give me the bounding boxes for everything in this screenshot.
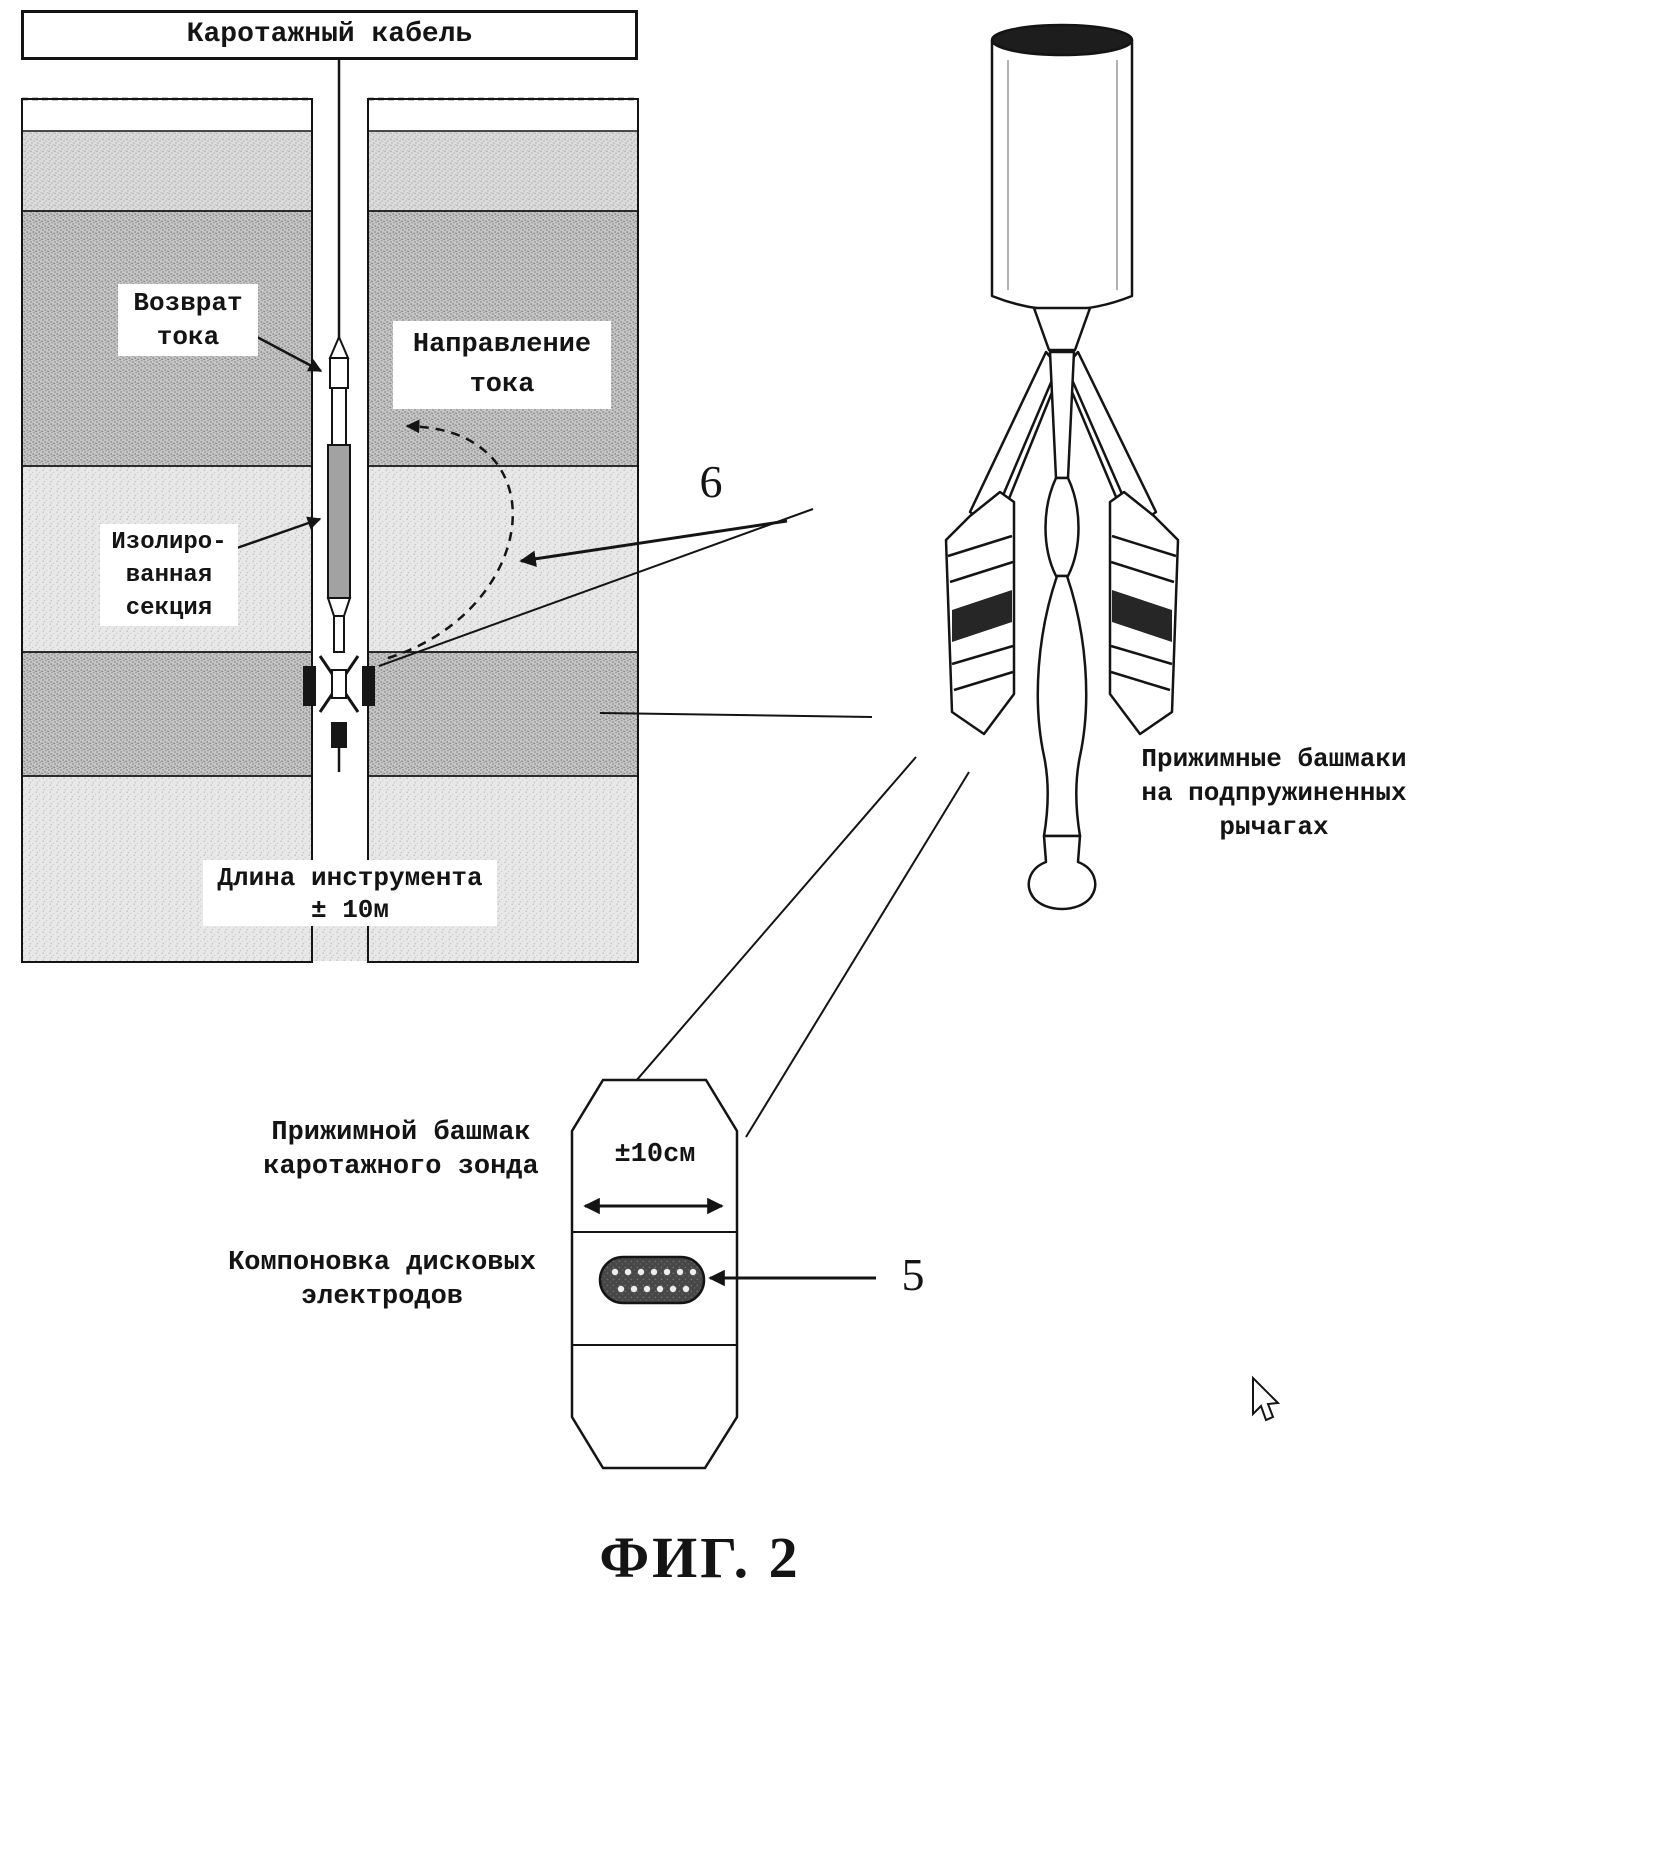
- spring-arm-left: [968, 350, 1060, 528]
- label-line: Компоновка дисковых: [228, 1248, 536, 1278]
- label-line: тока: [469, 370, 535, 400]
- pad-right: [362, 666, 375, 706]
- label-line: Возврат: [133, 288, 243, 318]
- insulated-section-body: [327, 444, 351, 599]
- leader-line-horizontal: [599, 712, 873, 718]
- logging-tool-in-borehole: [303, 58, 375, 772]
- lower-electrode: [331, 722, 347, 748]
- tool-neck: [1032, 306, 1092, 352]
- leader-line-pad-2: [745, 771, 970, 1138]
- label-line: Прижимные башмаки: [1141, 744, 1407, 774]
- tool-upper-cylinder: [990, 40, 1134, 312]
- cylinder-top-cap: [990, 23, 1134, 57]
- tool-length-label: Длина инструмента ± 10м: [203, 860, 497, 926]
- label-line: ванная: [125, 562, 213, 589]
- cable-label: Каротажный кабель: [21, 10, 638, 60]
- callout-6: 6: [699, 456, 723, 507]
- earth-right-column: [367, 97, 639, 963]
- label-line: Прижимной башмак: [271, 1118, 531, 1148]
- current-direction-label: Направление тока: [393, 321, 611, 409]
- current-return-label: Возврат тока: [118, 284, 258, 356]
- pad-left: [303, 666, 316, 706]
- callout-5: 5: [901, 1249, 925, 1300]
- pad-width-label: ±10см: [614, 1140, 696, 1170]
- label-line: тока: [156, 322, 220, 352]
- label-line: Длина инструмента: [217, 863, 483, 893]
- label-line: каротажного зонда: [263, 1152, 539, 1182]
- label-line: Направление: [412, 330, 592, 360]
- leader-line-pad-1: [628, 756, 917, 1090]
- pad-name-label: Прижимной башмак каротажного зонда: [255, 1116, 547, 1184]
- electrodes-assembly-label: Компоновка дисковых электродов: [220, 1246, 544, 1314]
- label-line: на подпружиненных: [1141, 778, 1407, 808]
- label-line: секция: [125, 595, 213, 622]
- insulated-section-label: Изолиро- ванная секция: [100, 524, 238, 626]
- tool-nose: [328, 334, 350, 359]
- current-path-arc: [387, 419, 515, 660]
- pad-left-electrode-stripe: [952, 590, 1012, 642]
- current-return-arrow: [256, 335, 323, 373]
- spring-pads-label: Прижимные башмаки на подпружиненных рыча…: [1118, 742, 1430, 844]
- label-line: ± 10м: [310, 895, 389, 925]
- pad-right-electrode-stripe: [1112, 590, 1172, 642]
- mouse-pointer-icon: [1252, 1375, 1281, 1422]
- electrode-dots: [611, 1268, 697, 1293]
- figure-caption: ФИГ. 2: [599, 1525, 801, 1590]
- label-line: Изолиро-: [111, 529, 227, 556]
- pad-detail-drawing: [570, 1078, 739, 1470]
- center-mandrel-vase: [1036, 574, 1088, 838]
- insulated-section-arrow: [233, 516, 322, 551]
- label-line: электродов: [300, 1282, 464, 1312]
- bottom-knob: [1027, 834, 1097, 911]
- disc-electrode-array: [598, 1255, 706, 1305]
- center-mandrel-upper: [1048, 350, 1076, 480]
- callout-6-arrow: [519, 519, 788, 567]
- label-line: рычагах: [1219, 812, 1329, 842]
- cable-label-text: Каротажный кабель: [186, 19, 473, 50]
- leader-line-tool-arms: [378, 508, 814, 667]
- tool-3d-drawing: [944, 23, 1180, 911]
